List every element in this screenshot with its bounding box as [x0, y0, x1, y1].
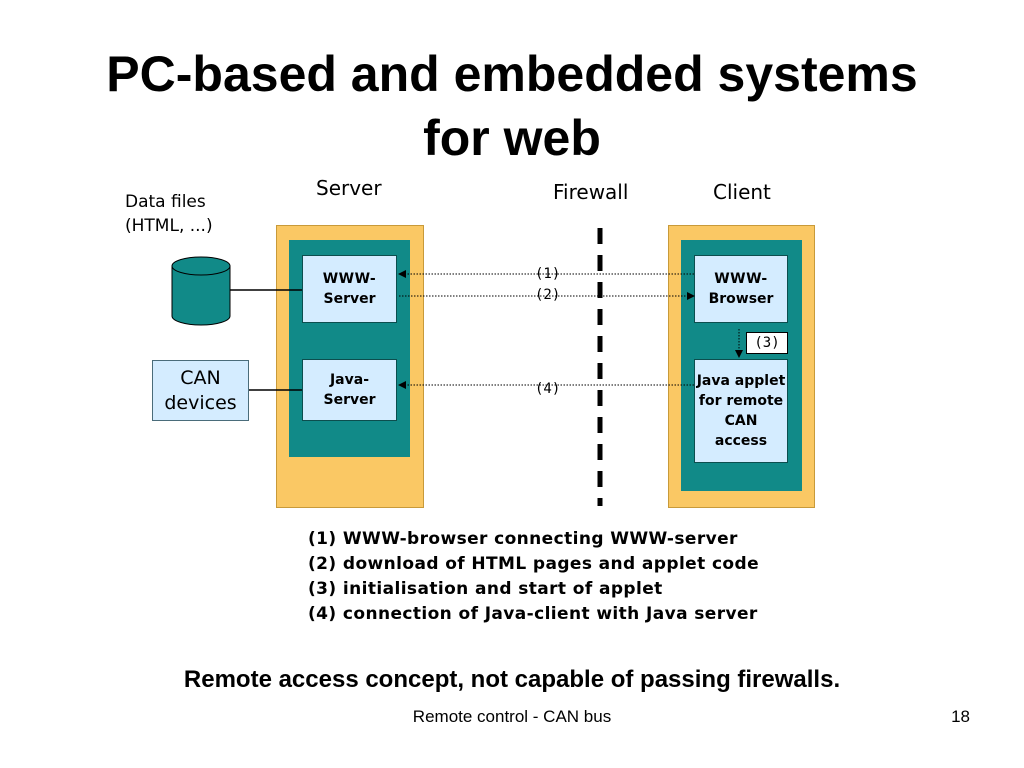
java-applet-box: Java applet for remote CAN access	[694, 359, 788, 463]
firewall-label: Firewall	[553, 180, 629, 204]
www-browser-box: WWW- Browser	[694, 255, 788, 323]
slide-caption: Remote access concept, not capable of pa…	[183, 666, 841, 693]
legend-item-2: (2) download of HTML pages and applet co…	[308, 554, 759, 574]
slide-title: PC-based and embedded systems for web	[0, 42, 1024, 170]
step-3-label: (3)	[746, 332, 788, 354]
step-2-label: (2)	[535, 287, 561, 303]
footer-text: Remote control - CAN bus	[412, 707, 612, 726]
www-browser-line-2: Browser	[708, 291, 774, 307]
step-4-label: (4)	[535, 381, 561, 397]
www-browser-line-1: WWW-	[714, 271, 768, 287]
java-applet-line-1: Java applet	[696, 373, 786, 389]
legend-item-1: (1) WWW-browser connecting WWW-server	[308, 529, 738, 549]
www-server-line-1: WWW-	[322, 271, 377, 287]
data-files-label: Data files (HTML, ...)	[125, 190, 213, 238]
www-server-line-2: Server	[323, 291, 376, 307]
can-devices-box: CAN devices	[152, 360, 249, 421]
java-server-line-2: Server	[323, 392, 376, 408]
legend-item-3: (3) initialisation and start of applet	[308, 579, 663, 599]
www-server-box: WWW- Server	[302, 255, 397, 323]
legend-item-4: (4) connection of Java-client with Java …	[308, 604, 758, 624]
java-applet-line-3: CAN	[724, 413, 758, 429]
step-1-label: (1)	[535, 266, 561, 282]
java-server-box: Java- Server	[302, 359, 397, 421]
java-applet-line-2: for remote	[698, 393, 784, 409]
can-devices-line-1: CAN	[180, 366, 221, 389]
java-applet-line-4: access	[714, 433, 768, 449]
slide-title-line-2: for web	[423, 110, 601, 166]
data-files-label-line-2: (HTML, ...)	[125, 216, 213, 236]
slide-title-line-1: PC-based and embedded systems	[106, 46, 918, 102]
can-devices-line-2: devices	[164, 391, 237, 414]
database-icon	[171, 256, 231, 326]
page-number: 18	[951, 707, 970, 726]
legend: (1) WWW-browser connecting WWW-server (2…	[308, 527, 759, 627]
data-files-label-line-1: Data files	[125, 192, 206, 212]
java-server-line-1: Java-	[329, 372, 370, 388]
client-label: Client	[713, 180, 771, 204]
server-label: Server	[316, 176, 382, 200]
